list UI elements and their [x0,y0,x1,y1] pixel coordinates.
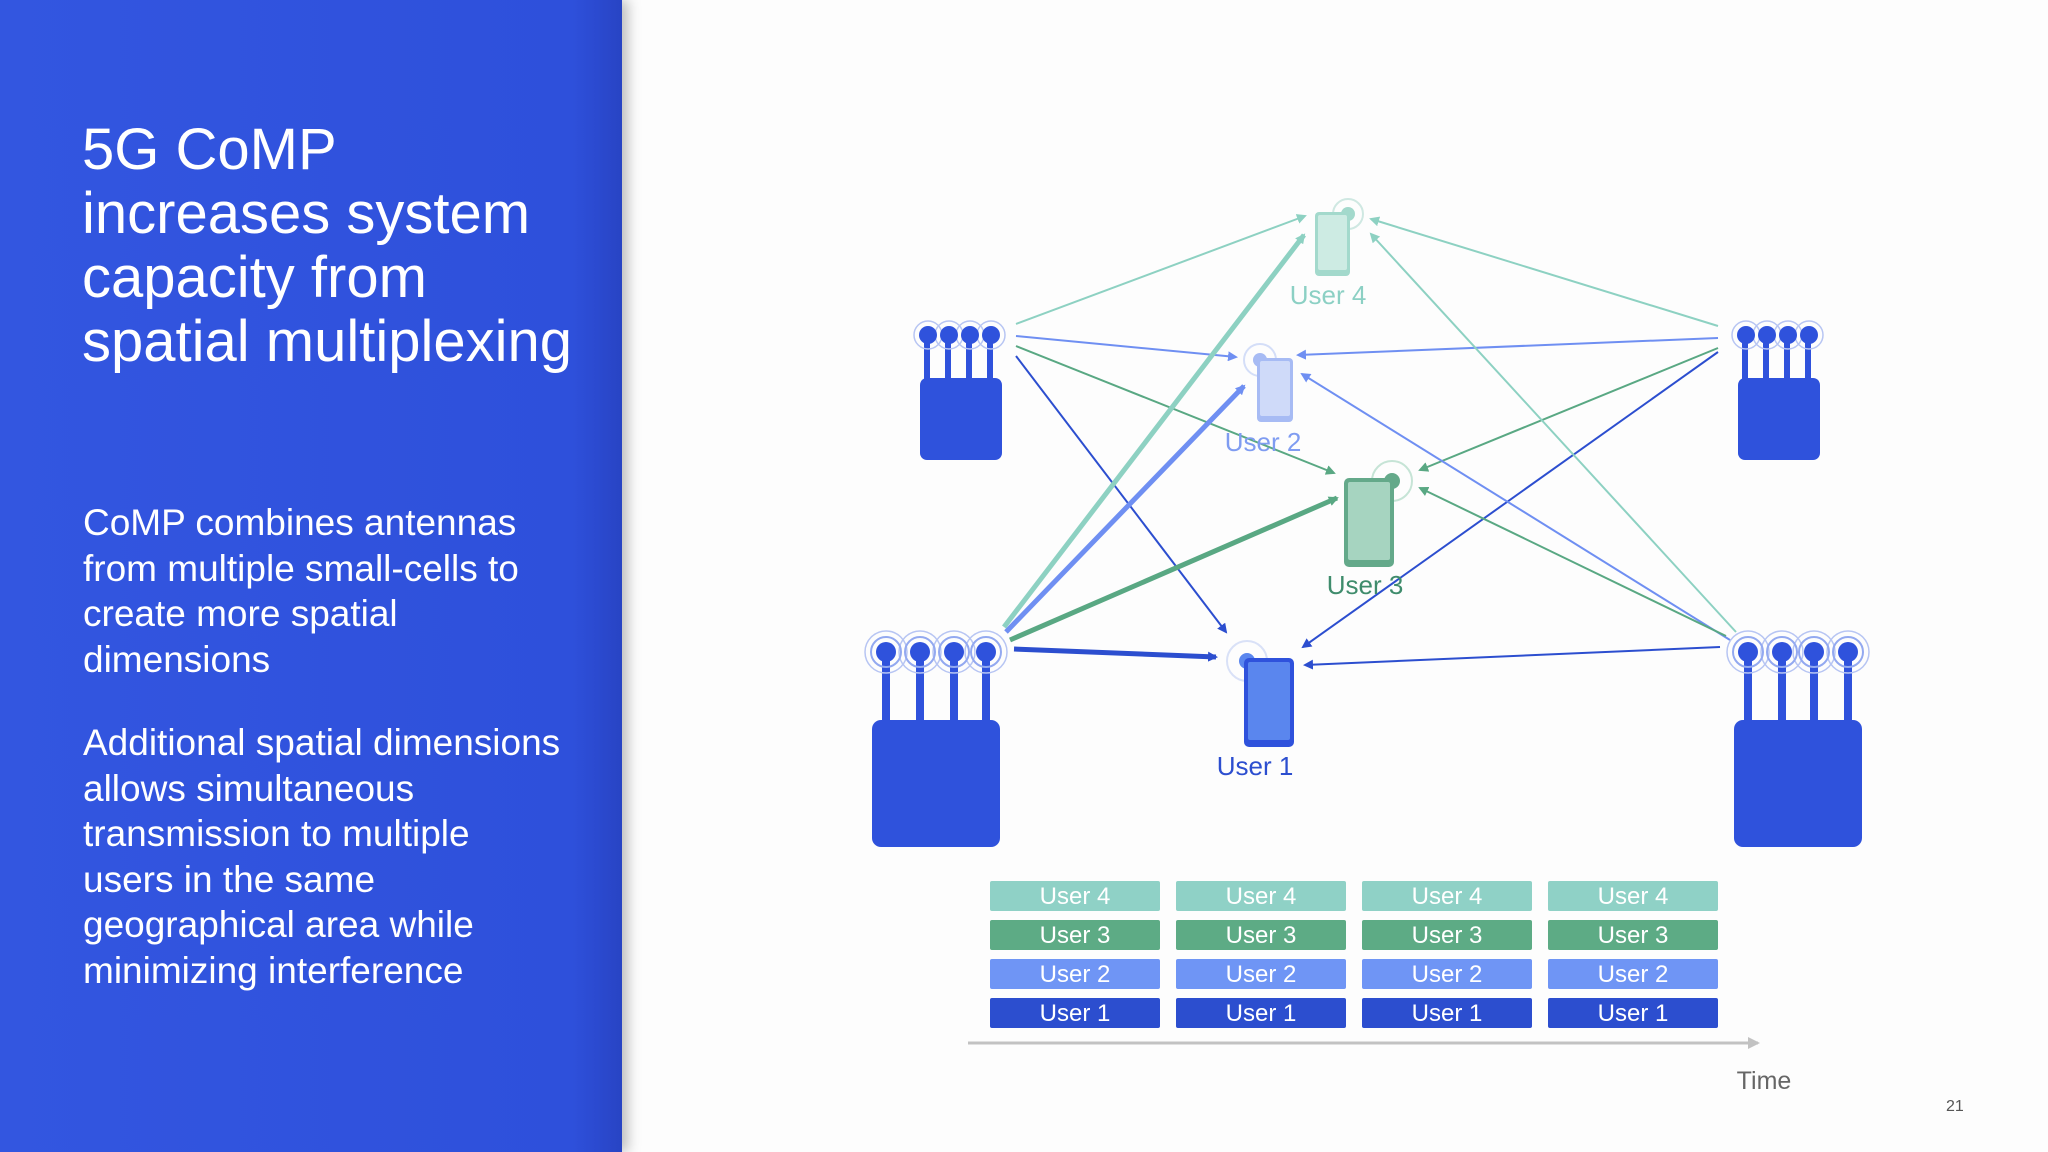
slide-title: 5G CoMP increases system capacity from s… [82,117,573,374]
signal-links [1002,214,1737,670]
link-br-user1 [1303,646,1721,670]
schedule-cell [990,998,1160,1028]
schedule-cell-label: User 2 [1598,961,1669,988]
schedule-cell-label: User 1 [1598,1000,1669,1027]
schedule-cell [1362,998,1532,1028]
user-4-label: User 4 [1290,280,1367,310]
schedule-cell-label: User 4 [1598,883,1669,910]
link-bl-user2 [1004,384,1246,634]
user-1-label: User 1 [1217,751,1294,781]
schedule-cell [1548,881,1718,911]
phone-user-2 [1243,343,1293,422]
time-slot-schedule: User 4 User 3 User 2 User 1 User 4 User 3 User… [990,881,1718,1028]
comp-diagram: User 4 User 2 User 3 User 1 User 4 User 3… [864,198,1870,1095]
phone-user-3 [1344,460,1413,567]
schedule-cell [990,881,1160,911]
link-br-user2 [1300,372,1731,641]
link-br-user3 [1418,486,1727,637]
schedule-cell [1548,959,1718,989]
base-station-bottom-right [1726,630,1870,847]
schedule-cell [990,920,1160,950]
schedule-cell [1176,920,1346,950]
body-paragraph-2: Additional spatial dimensions allows sim… [83,722,561,991]
schedule-cell-label: User 4 [1040,883,1111,910]
schedule-cell-label: User 4 [1226,883,1297,910]
link-tl-user1 [1015,355,1228,634]
link-tl-user3 [1015,345,1336,475]
link-br-user4 [1369,232,1737,633]
link-tl-user2 [1015,335,1238,362]
page-number: 21 [1946,1098,1964,1115]
user-2-label: User 2 [1225,427,1302,457]
schedule-cell [1548,998,1718,1028]
schedule-cell [1176,998,1346,1028]
schedule-cell-label: User 1 [1226,1000,1297,1027]
schedule-cell-label: User 2 [1040,961,1111,988]
schedule-cell-label: User 3 [1226,922,1297,949]
phone-user-1 [1226,640,1294,747]
left-panel: 5G CoMP increases system capacity from s… [0,0,622,1152]
schedule-cell-label: User 3 [1598,922,1669,949]
link-bl-user4 [1002,233,1306,629]
link-tr-user4 [1369,216,1719,327]
base-station-top-left [913,320,1006,460]
schedule-cell [1362,881,1532,911]
body-paragraph-1: CoMP combines antennas from multiple sma… [83,502,519,680]
user-3-label: User 3 [1327,570,1404,600]
schedule-cell [1176,881,1346,911]
schedule-cell-label: User 1 [1040,1000,1111,1027]
link-bl-user3 [1009,495,1339,643]
link-tl-user4 [1015,214,1307,325]
base-station-bottom-left [864,630,1008,847]
schedule-cell-label: User 3 [1040,922,1111,949]
base-station-top-right [1731,320,1824,460]
schedule-cell-label: User 2 [1226,961,1297,988]
schedule-cell [1362,920,1532,950]
schedule-cell-label: User 4 [1412,883,1483,910]
schedule-cell-label: User 1 [1412,1000,1483,1027]
schedule-cell-label: User 3 [1412,922,1483,949]
link-bl-user1 [1013,646,1218,662]
schedule-cell [990,959,1160,989]
schedule-cell [1176,959,1346,989]
phone-user-4 [1315,198,1364,276]
link-tr-user1 [1301,351,1719,649]
schedule-cell [1548,920,1718,950]
link-tr-user3 [1418,347,1719,472]
time-axis-label: Time [1737,1067,1792,1095]
schedule-cell-label: User 2 [1412,961,1483,988]
schedule-cell [1362,959,1532,989]
link-tr-user2 [1296,337,1719,360]
